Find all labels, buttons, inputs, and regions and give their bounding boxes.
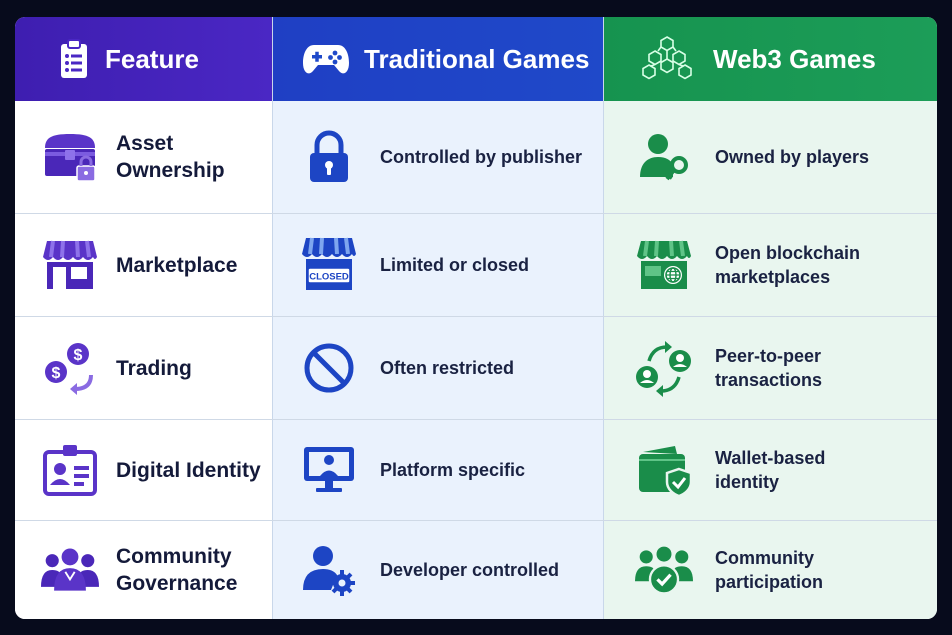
padlock-icon (300, 128, 358, 186)
table-row: Marketplace CLOSED Limited or closed (15, 214, 937, 316)
feature-label: Asset Ownership (116, 132, 225, 182)
web3-value: Owned by players (715, 147, 870, 167)
treasure-chest-lock-icon (41, 128, 99, 186)
user-gear-icon (300, 541, 358, 599)
feature-label: Marketplace (116, 253, 238, 277)
comparison-table: Feature Traditional Games (15, 17, 937, 619)
feature-cell: Marketplace (15, 214, 272, 316)
peer-exchange-icon (635, 339, 693, 397)
web3-cell: Peer-to-peer transactions (603, 317, 937, 419)
web3-cell: Wallet-based identity (603, 420, 937, 520)
traditional-column (272, 101, 603, 619)
traditional-value: Limited or closed (380, 255, 530, 275)
row-divider (15, 213, 937, 214)
group-icon (41, 541, 99, 599)
row-divider (15, 316, 937, 317)
feature-cell: $ $ Trading (15, 317, 272, 419)
table-row: Community Governance Developer controlle… (15, 521, 937, 619)
web3-value: Community participation (715, 548, 824, 592)
column-divider (603, 17, 604, 619)
blockchain-cubes-icon (641, 34, 693, 84)
svg-text:$: $ (52, 365, 61, 382)
table-row: Digital Identity Platform specific (15, 420, 937, 520)
monitor-user-icon (300, 441, 358, 499)
table-row: Asset Ownership Controlled by publisher (15, 101, 937, 213)
feature-label: Community Governance (116, 545, 238, 595)
web3-column (603, 101, 937, 619)
web3-value: Peer-to-peer transactions (715, 346, 823, 390)
traditional-cell: Developer controlled (272, 521, 603, 619)
header-web3-label: Web3 Games (713, 43, 876, 74)
web3-cell: Open blockchain marketplaces (603, 214, 937, 316)
traditional-value: Often restricted (380, 358, 515, 378)
feature-cell: Digital Identity (15, 420, 272, 520)
header-web3: Web3 Games (603, 17, 937, 101)
feature-label: Trading (116, 356, 192, 380)
table-row: $ $ Trading Often restricted (15, 317, 937, 419)
feature-label: Digital Identity (116, 458, 261, 482)
clipboard-icon (59, 39, 89, 79)
feature-cell: Asset Ownership (15, 101, 272, 213)
feature-column (15, 101, 272, 619)
web3-cell: Community participation (603, 521, 937, 619)
closed-store-icon: CLOSED (300, 236, 358, 294)
wallet-shield-icon (635, 441, 693, 499)
id-badge-icon (41, 441, 99, 499)
traditional-cell: Platform specific (272, 420, 603, 520)
web3-value: Open blockchain marketplaces (715, 243, 861, 287)
feature-cell: Community Governance (15, 521, 272, 619)
column-divider (272, 17, 273, 619)
storefront-icon (41, 236, 99, 294)
group-check-icon (635, 541, 693, 599)
user-key-icon (635, 128, 693, 186)
traditional-value: Developer controlled (380, 560, 560, 580)
traditional-cell: CLOSED Limited or closed (272, 214, 603, 316)
header-traditional: Traditional Games (272, 17, 603, 101)
web3-cell: Owned by players (603, 101, 937, 213)
web3-value: Wallet-based identity (715, 448, 826, 492)
traditional-value: Controlled by publisher (380, 147, 583, 167)
coins-exchange-icon: $ $ (41, 339, 99, 397)
traditional-cell: Controlled by publisher (272, 101, 603, 213)
row-divider (15, 520, 937, 521)
gamepad-icon (302, 41, 350, 77)
traditional-cell: Often restricted (272, 317, 603, 419)
header-feature-label: Feature (105, 43, 199, 74)
header-feature: Feature (15, 17, 272, 101)
closed-sign-text: CLOSED (309, 272, 349, 283)
store-globe-icon (635, 236, 693, 294)
svg-text:$: $ (74, 347, 83, 364)
prohibited-icon (300, 339, 358, 397)
row-divider (15, 419, 937, 420)
traditional-value: Platform specific (380, 460, 526, 480)
header-traditional-label: Traditional Games (364, 43, 590, 74)
